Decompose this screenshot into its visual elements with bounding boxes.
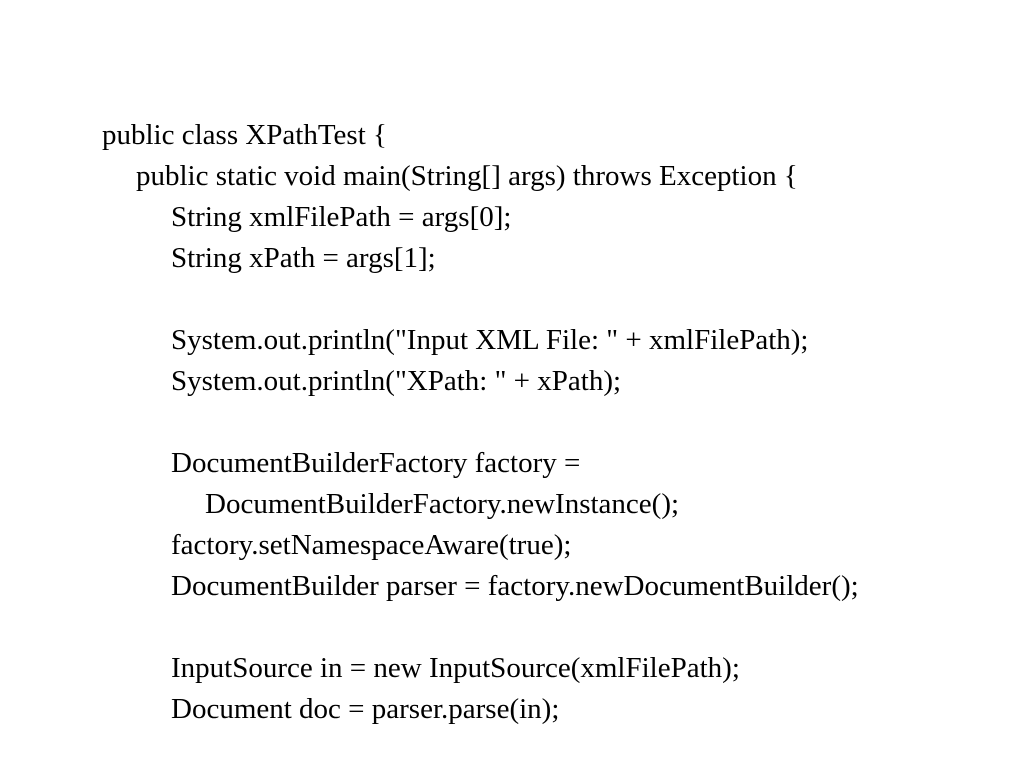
blank-line bbox=[102, 279, 1002, 320]
code-line: DocumentBuilderFactory.newInstance(); bbox=[205, 488, 680, 520]
code-line: String xmlFilePath = args[0]; bbox=[171, 201, 512, 233]
code-line: DocumentBuilder parser = factory.newDocu… bbox=[171, 570, 859, 602]
code-line: DocumentBuilderFactory factory = bbox=[171, 447, 581, 479]
code-line: factory.setNamespaceAware(true); bbox=[171, 529, 572, 561]
code-line: public static void main(String[] args) t… bbox=[136, 160, 798, 192]
blank-line bbox=[102, 607, 1002, 648]
blank-line bbox=[102, 402, 1002, 443]
code-line: System.out.println("XPath: " + xPath); bbox=[171, 365, 622, 397]
code-line: public class XPathTest { bbox=[102, 119, 387, 151]
code-line: String xPath = args[1]; bbox=[171, 242, 436, 274]
code-line: Document doc = parser.parse(in); bbox=[171, 693, 560, 725]
code-block: public class XPathTest { public static v… bbox=[102, 115, 1002, 730]
code-line: InputSource in = new InputSource(xmlFile… bbox=[171, 652, 740, 684]
code-line: System.out.println("Input XML File: " + … bbox=[171, 324, 809, 356]
